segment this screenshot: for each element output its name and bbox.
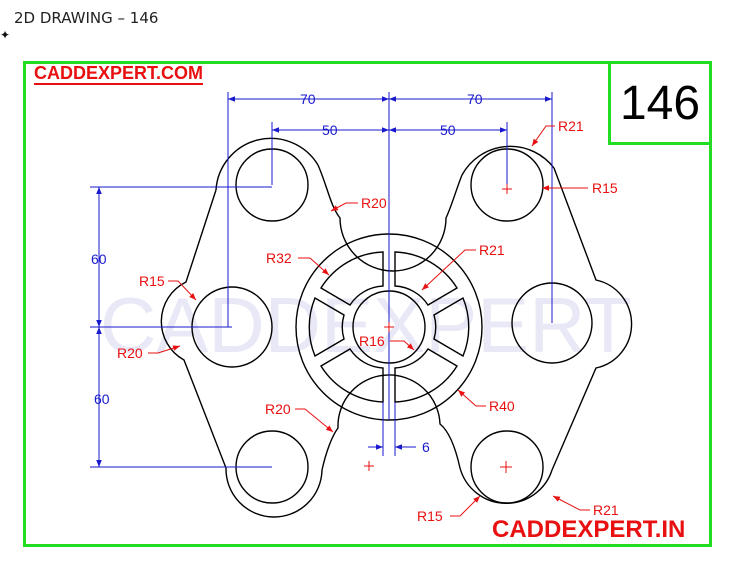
label-r21-top: R21: [558, 118, 584, 134]
label-r15-left: R15: [139, 273, 165, 289]
hole-bottom-right: [470, 430, 544, 504]
label-r21-bottom: R21: [593, 502, 619, 518]
center-marks: [364, 184, 512, 473]
cursor-icon: ✦: [0, 28, 11, 42]
label-r15-top: R15: [592, 180, 618, 196]
label-r20-bottom: R20: [265, 401, 291, 417]
label-r15-bottom: R15: [417, 508, 443, 524]
label-r20-left: R20: [117, 345, 143, 361]
dim-70-right: 70: [467, 91, 483, 107]
dimension-lines: [96, 96, 552, 467]
label-r20-top: R20: [361, 195, 387, 211]
part-outline: [160, 137, 633, 518]
dim-70-left: 70: [300, 91, 316, 107]
dim-60-lower: 60: [94, 391, 110, 407]
dim-60-upper: 60: [91, 251, 107, 267]
brand-link-top[interactable]: CADDEXPERT.COM: [34, 63, 204, 85]
brand-text-bottom: CADDEXPERT.IN: [492, 516, 686, 543]
label-r40: R40: [489, 398, 515, 414]
dim-6: 6: [422, 439, 430, 455]
label-r32: R32: [266, 250, 292, 266]
dim-50-right: 50: [440, 122, 456, 138]
drawing-number-box: 146: [608, 61, 712, 145]
label-r16: R16: [359, 333, 385, 349]
drawing-frame: [23, 61, 712, 547]
label-r21-center: R21: [479, 242, 505, 258]
radius-leaders: [148, 125, 590, 517]
page-title: 2D DRAWING – 146: [14, 9, 159, 27]
dim-50-left: 50: [322, 122, 338, 138]
